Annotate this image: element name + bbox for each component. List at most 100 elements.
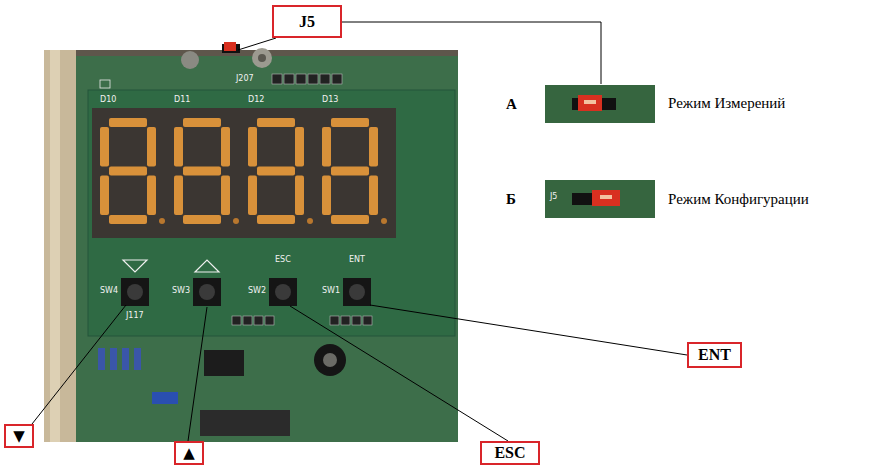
decimal-point (159, 218, 165, 224)
jumper-photo-a (545, 85, 655, 123)
jumper-photo-a (545, 85, 655, 123)
lower-components (110, 348, 117, 370)
callout-box: ENT (687, 342, 742, 368)
device-photo (44, 48, 458, 442)
jumper-photo-a (578, 95, 602, 111)
push-buttons (199, 284, 215, 300)
pin-row (330, 316, 339, 325)
mode-label: Режим Конфигурации (668, 192, 809, 207)
decimal-point (307, 218, 313, 224)
display-segment (257, 215, 295, 224)
display-segment (257, 118, 295, 127)
leader-lines (370, 305, 687, 355)
callout-box: ▼ (4, 424, 34, 448)
pin-header (272, 74, 342, 84)
mode-label: Б (506, 192, 516, 207)
display-segment (147, 176, 156, 216)
display-segment (174, 176, 183, 216)
display-segment (295, 127, 304, 167)
display-segment (369, 127, 378, 167)
leader-lines (32, 22, 687, 441)
display-board (88, 80, 455, 336)
display-segment (183, 167, 221, 176)
pin-row (254, 316, 263, 325)
pin-row (243, 316, 252, 325)
display-segment (248, 176, 257, 216)
pin-row (352, 316, 361, 325)
display-segment (248, 127, 257, 167)
pin-row (341, 316, 350, 325)
lower-components (98, 344, 346, 436)
lower-components (122, 348, 129, 370)
seven-segment-display (92, 108, 396, 238)
pin-row (232, 316, 372, 325)
display-segment (174, 127, 183, 167)
pin-header (296, 74, 306, 84)
device-photo (44, 50, 76, 442)
pin-row (232, 316, 241, 325)
callout-label: ESC (494, 445, 525, 461)
display-segment (109, 167, 147, 176)
lower-components (323, 353, 337, 367)
push-buttons (127, 284, 143, 300)
silkscreen-text: D12 (248, 96, 264, 104)
device-photo (181, 51, 199, 69)
pin-header (332, 74, 342, 84)
device-photo (50, 50, 60, 442)
display-segment (369, 176, 378, 216)
jumper-j5 (224, 42, 236, 51)
pin-header (284, 74, 294, 84)
device-photo (76, 56, 458, 442)
pin-row (363, 316, 372, 325)
pin-header (308, 74, 318, 84)
leader-lines (32, 305, 126, 424)
display-segment (183, 118, 221, 127)
display-segment (331, 118, 369, 127)
push-buttons (275, 284, 291, 300)
display-segment (257, 167, 295, 176)
display-segment (322, 127, 331, 167)
lower-components (98, 348, 105, 370)
leader-lines (188, 307, 207, 441)
lower-components (204, 350, 244, 376)
display-segment (100, 127, 109, 167)
leader-lines (342, 22, 601, 84)
jumper-photo-b (545, 180, 655, 218)
silkscreen-text: J117 (126, 312, 144, 320)
callout-box: ▲ (174, 441, 204, 465)
push-buttons (121, 278, 149, 306)
silkscreen-text: D10 (100, 96, 116, 104)
callout-label: ▼ (13, 429, 25, 444)
display-segment (331, 215, 369, 224)
lower-components (314, 344, 346, 376)
button-marks (195, 260, 219, 272)
button-marks (123, 260, 219, 272)
callout-label: ENT (698, 347, 731, 363)
button-marks (123, 260, 147, 272)
lower-components (134, 348, 141, 370)
lower-components (200, 410, 290, 436)
jumper-j5 (222, 42, 240, 53)
silkscreen-text: J5 (550, 193, 557, 201)
push-buttons (343, 278, 371, 306)
decimal-point (233, 218, 239, 224)
push-buttons (193, 278, 221, 306)
push-buttons (121, 278, 371, 306)
display-segment (295, 176, 304, 216)
callout-label: ▲ (183, 446, 195, 461)
silkscreen-text: SW4 (100, 287, 118, 295)
lower-components (152, 392, 178, 404)
silkscreen-text: ESC (275, 256, 291, 264)
silkscreen-text: SW3 (172, 287, 190, 295)
display-segment (109, 118, 147, 127)
silkscreen-text: D11 (174, 96, 190, 104)
mode-label: А (506, 97, 517, 112)
display-segment (322, 176, 331, 216)
device-photo (258, 54, 266, 62)
callout-label: J5 (299, 14, 315, 30)
display-board (100, 80, 110, 88)
display-segment (100, 176, 109, 216)
jumper-photo-b (600, 195, 612, 199)
